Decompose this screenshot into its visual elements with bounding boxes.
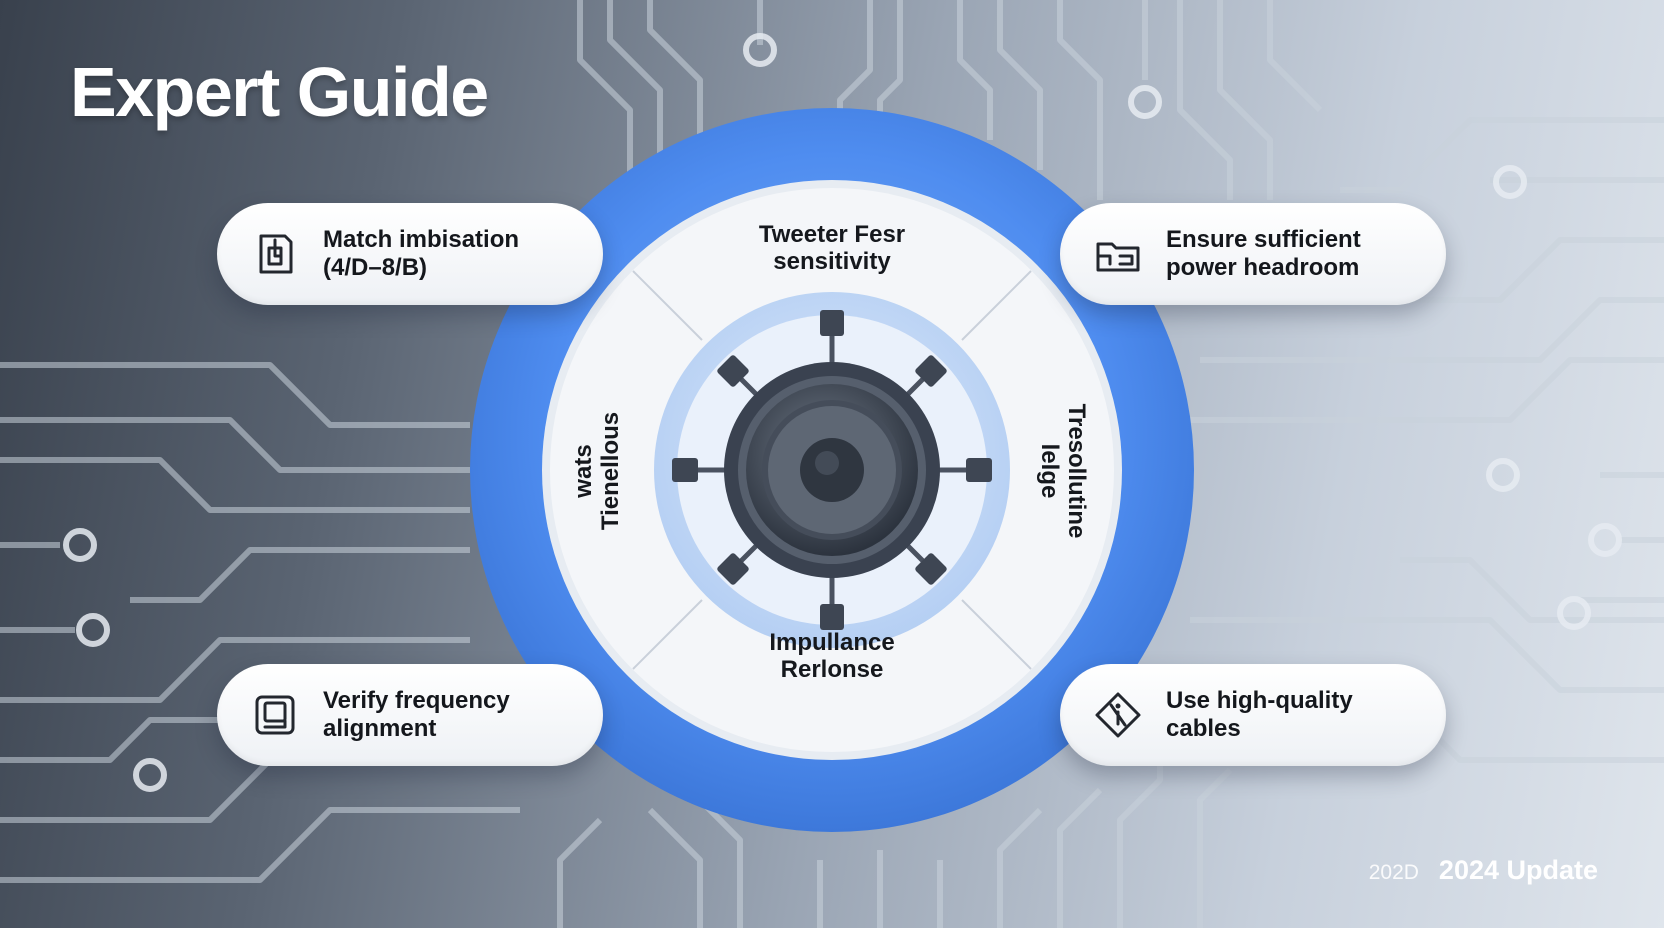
label-bottom: Impullance Rerlonse [769,629,895,683]
label-left: wats Tienellous [570,411,624,531]
footer: 202D 2024 Update [1369,855,1598,886]
callout-match-impedance: Match imbisation (4/D–8/B) [217,203,603,305]
callout-text: Match imbisation (4/D–8/B) [323,226,520,281]
center-ring-diagram: Tweeter Fesr sensitivity Impullance Rerl… [467,105,1197,835]
callout-text: Ensure sufficient power headroom [1166,226,1361,281]
footer-small-text: 202D [1368,861,1419,884]
diamond-info-icon [1095,692,1141,738]
ring-graphic [470,108,1194,832]
callout-power-headroom: Ensure sufficient power headroom [1060,203,1446,305]
document-edit-icon [259,234,293,274]
callout-text: Verify frequency alignment [323,687,510,742]
callout-text: Use high-quality cables [1166,687,1353,742]
page-title: Expert Guide [70,53,489,131]
footer-update-label: 2024 Update [1438,855,1598,885]
callout-frequency-alignment: Verify frequency alignment [217,664,603,766]
callout-quality-cables: Use high-quality cables [1060,664,1446,766]
label-right: Tresollutine lelge [1036,403,1090,539]
frame-box-icon [255,695,295,735]
label-top: Tweeter Fesr sensitivity [758,221,906,275]
folder-plug-icon [1096,242,1140,272]
